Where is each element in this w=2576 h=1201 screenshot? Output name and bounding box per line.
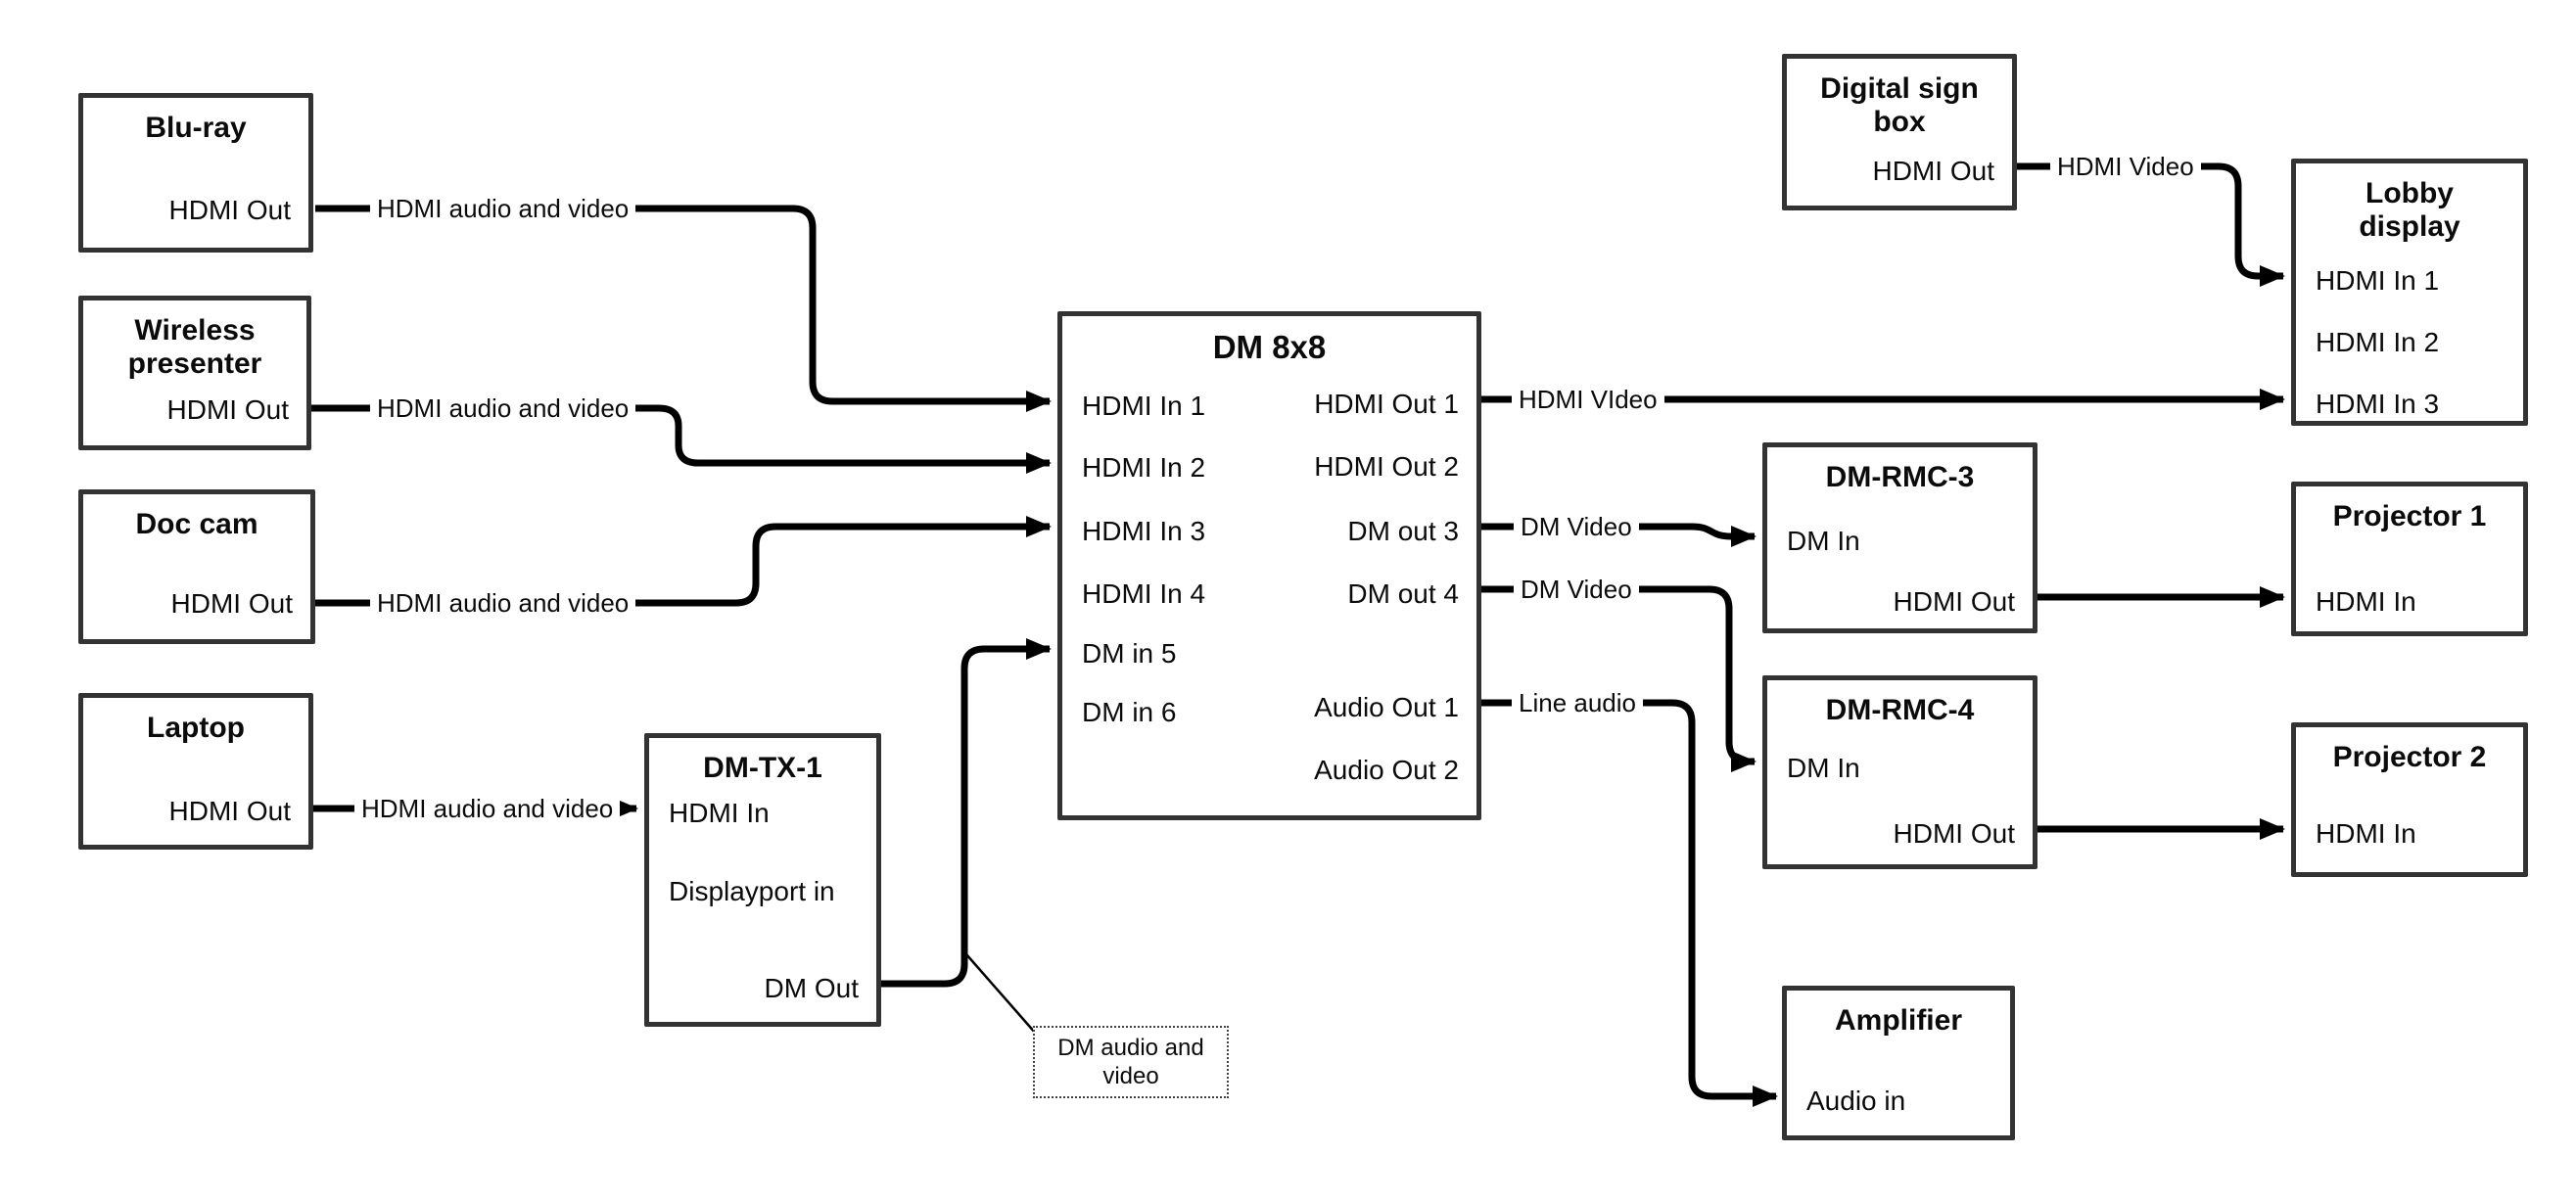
port-dm-out-3: DM out 3 bbox=[1347, 516, 1459, 546]
cable-bluray-to-dm8x8-hdmi-in-1 bbox=[315, 205, 1052, 412]
port-hdmi-out-1: HDMI Out 1 bbox=[1314, 389, 1459, 419]
device-box-lobby-display: Lobby display HDMI In 1 HDMI In 2 HDMI I… bbox=[2291, 159, 2528, 426]
box-title: Wireless presenter bbox=[127, 314, 262, 380]
device-box-projector-2: Projector 2 HDMI In bbox=[2291, 722, 2528, 877]
box-title: Digital sign box bbox=[1820, 72, 1979, 138]
port-hdmi-in: HDMI In bbox=[669, 798, 770, 828]
box-title: Doc cam bbox=[135, 508, 258, 540]
port-hdmi-out-2: HDMI Out 2 bbox=[1314, 451, 1459, 482]
cable-sign-to-lobby-hdmi-in-1 bbox=[2017, 162, 2285, 287]
cable-label-hdmi-video-sign: HDMI Video bbox=[2050, 150, 2201, 183]
device-box-dm-rmc-3: DM-RMC-3 DM In HDMI Out bbox=[1762, 442, 2037, 633]
device-box-laptop: Laptop HDMI Out bbox=[78, 693, 313, 850]
port-dm-in: DM In bbox=[1787, 753, 1860, 783]
cable-label-hdmi-audio-video-wireless: HDMI audio and video bbox=[370, 392, 636, 425]
cable-dmtx1-dmout-to-dm8x8-dm-in-5 bbox=[881, 638, 1052, 988]
box-title: Laptop bbox=[147, 712, 245, 744]
device-box-dm-tx-1: DM-TX-1 HDMI In Displayport in DM Out bbox=[644, 733, 881, 1027]
box-title: DM-RMC-3 bbox=[1825, 461, 1975, 493]
port-hdmi-in-4: HDMI In 4 bbox=[1082, 578, 1206, 609]
callout-pointer-line bbox=[965, 953, 1037, 1035]
port-hdmi-in-3: HDMI In 3 bbox=[2316, 389, 2440, 419]
box-title: DM-RMC-4 bbox=[1825, 694, 1975, 726]
port-hdmi-out: HDMI Out bbox=[168, 195, 291, 225]
port-hdmi-in: HDMI In bbox=[2316, 818, 2416, 849]
cable-doccam-to-dm8x8-hdmi-in-3 bbox=[315, 516, 1052, 607]
cable-dm8x8-audio-out-1-to-amp-audio-in bbox=[1481, 699, 1778, 1107]
port-dm-in: DM In bbox=[1787, 526, 1860, 556]
device-box-dm-rmc-4: DM-RMC-4 DM In HDMI Out bbox=[1762, 675, 2037, 869]
device-box-dm-8x8: DM 8x8 HDMI In 1 HDMI In 2 HDMI In 3 HDM… bbox=[1057, 311, 1481, 820]
box-title: DM 8x8 bbox=[1212, 329, 1327, 365]
port-hdmi-out: HDMI Out bbox=[1872, 156, 1994, 186]
callout-dm-audio-and-video: DM audio and video bbox=[1033, 1026, 1229, 1098]
device-box-doc-cam: Doc cam HDMI Out bbox=[78, 489, 315, 644]
box-title: Blu-ray bbox=[145, 112, 247, 144]
port-hdmi-in: HDMI In bbox=[2316, 586, 2416, 617]
box-title: Amplifier bbox=[1834, 1004, 1963, 1037]
port-hdmi-in-2: HDMI In 2 bbox=[1082, 452, 1206, 483]
port-hdmi-out: HDMI Out bbox=[166, 394, 289, 425]
port-audio-in: Audio in bbox=[1806, 1086, 1906, 1116]
port-dm-out-4: DM out 4 bbox=[1347, 578, 1459, 609]
port-hdmi-out: HDMI Out bbox=[1893, 818, 2015, 849]
box-title: Projector 2 bbox=[2332, 741, 2487, 773]
cable-label-hdmi-audio-video-laptop: HDMI audio and video bbox=[354, 792, 621, 825]
box-title: Projector 1 bbox=[2332, 500, 2487, 532]
device-box-digital-sign-box: Digital sign box HDMI Out bbox=[1782, 54, 2017, 210]
callout-text: DM audio and video bbox=[1057, 1035, 1204, 1089]
cable-label-line-audio: Line audio bbox=[1512, 686, 1643, 719]
cable-wireless-to-dm8x8-hdmi-in-2 bbox=[311, 404, 1052, 474]
cable-dm8x8-dm-out-4-to-rmc4-dm-in bbox=[1481, 585, 1756, 772]
box-title: DM-TX-1 bbox=[703, 752, 822, 784]
cable-dm8x8-dm-out-3-to-rmc3-dm-in bbox=[1481, 523, 1756, 547]
cable-label-hdmi-audio-video-bluray: HDMI audio and video bbox=[370, 192, 636, 225]
port-hdmi-out: HDMI Out bbox=[168, 796, 291, 826]
port-dm-in-6: DM in 6 bbox=[1082, 697, 1177, 727]
port-dm-out: DM Out bbox=[764, 973, 859, 1003]
port-hdmi-out: HDMI Out bbox=[170, 588, 293, 619]
device-box-projector-1: Projector 1 HDMI In bbox=[2291, 482, 2528, 636]
port-audio-out-2: Audio Out 2 bbox=[1314, 755, 1459, 785]
device-box-wireless-presenter: Wireless presenter HDMI Out bbox=[78, 296, 311, 450]
box-title: Lobby display bbox=[2359, 177, 2460, 243]
port-hdmi-in-1: HDMI In 1 bbox=[1082, 391, 1206, 421]
port-hdmi-in-1: HDMI In 1 bbox=[2316, 265, 2440, 296]
port-displayport-in: Displayport in bbox=[669, 876, 835, 906]
cable-label-dm-video-out3: DM Video bbox=[1514, 510, 1639, 543]
port-hdmi-in-3: HDMI In 3 bbox=[1082, 516, 1206, 546]
port-hdmi-out: HDMI Out bbox=[1893, 586, 2015, 617]
port-dm-in-5: DM in 5 bbox=[1082, 638, 1177, 669]
port-audio-out-1: Audio Out 1 bbox=[1314, 692, 1459, 722]
port-hdmi-in-2: HDMI In 2 bbox=[2316, 327, 2440, 357]
cable-label-dm-video-out4: DM Video bbox=[1514, 573, 1639, 606]
device-box-amplifier: Amplifier Audio in bbox=[1782, 986, 2015, 1140]
cable-label-hdmi-audio-video-doccam: HDMI audio and video bbox=[370, 586, 636, 620]
device-box-bluray: Blu-ray HDMI Out bbox=[78, 93, 313, 253]
cable-label-hdmi-video-out1: HDMI VIdeo bbox=[1512, 383, 1664, 416]
